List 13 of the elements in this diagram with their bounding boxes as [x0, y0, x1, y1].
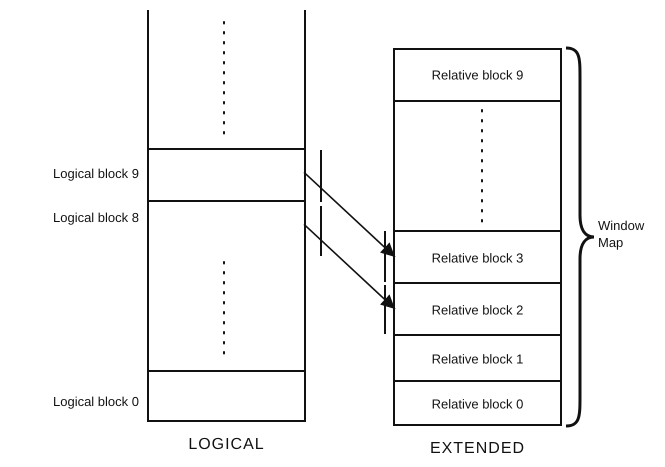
block-label: Relative block 9	[430, 68, 524, 82]
block-label: Logical block 8	[53, 210, 139, 225]
block-label: Relative block 2	[430, 302, 524, 318]
arrow	[303, 224, 396, 310]
column-label: LOGICAL	[187, 436, 266, 454]
block-label: Relative block 3	[430, 250, 524, 266]
brace-label: Window Map	[598, 217, 646, 251]
column-label: EXTENDED	[428, 440, 526, 458]
block-label: Logical block 9	[53, 166, 139, 181]
block-label: Logical block 0	[53, 394, 139, 409]
block-label: Relative block 1	[430, 352, 524, 366]
arrow	[303, 172, 396, 258]
block-label: Relative block 0	[430, 396, 524, 412]
